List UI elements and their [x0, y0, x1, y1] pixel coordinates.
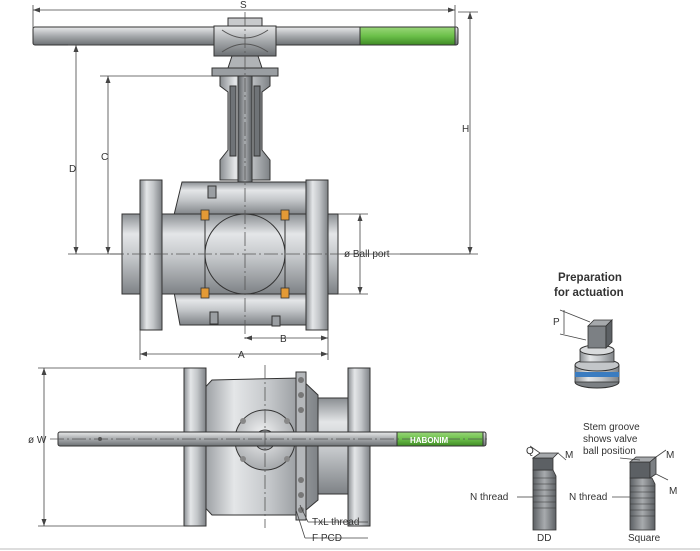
- seat-tr: [280, 209, 290, 221]
- square-label: Square: [628, 533, 661, 544]
- f-pcd-label: F PCD: [312, 533, 342, 544]
- dim-w-label: ø W: [28, 435, 47, 446]
- n-thread-label-dd: N thread: [470, 492, 508, 503]
- dim-p-label: P: [553, 317, 560, 328]
- dd-label: DD: [537, 533, 551, 544]
- valve-body-side: [110, 12, 340, 340]
- dim-a-label: A: [238, 350, 245, 361]
- actuation-stem-illustration: [559, 309, 620, 389]
- dd-stem-illustration: [517, 445, 567, 531]
- dim-s-label: S: [240, 0, 247, 11]
- handle-top: [32, 17, 459, 77]
- seat-tl: [200, 209, 210, 221]
- n-thread-label-square: N thread: [569, 492, 607, 503]
- actuation-title-line1: Preparation: [558, 272, 622, 284]
- handle-grip-top: [359, 26, 456, 46]
- actuation-title-line2: for actuation: [554, 287, 624, 299]
- dim-m-label-square-side: M: [669, 486, 677, 497]
- dim-b-label: B: [280, 334, 287, 345]
- dim-m-label-dd: M: [565, 450, 573, 461]
- ball-port-label: ø Ball port: [344, 249, 390, 260]
- seat-br: [280, 287, 290, 299]
- top-right-flange: [347, 367, 371, 527]
- txl-thread-label: TxL thread: [312, 517, 359, 528]
- stem-groove-line2: shows valve: [583, 434, 638, 445]
- stem-groove-line1: Stem groove: [583, 422, 640, 433]
- dim-w: [38, 367, 184, 527]
- stem-groove-line3: ball position: [583, 446, 636, 457]
- seat-bl: [200, 287, 210, 299]
- dim-q-label: Q: [526, 446, 534, 457]
- stem-band: [575, 372, 619, 377]
- brand-label: HABONIM: [410, 436, 449, 445]
- dim-c-label: C: [101, 152, 108, 163]
- right-flange: [305, 179, 329, 331]
- left-flange: [139, 179, 163, 331]
- square-stem-illustration: [612, 449, 669, 531]
- dim-d-label: D: [69, 164, 76, 175]
- top-left-flange: [183, 367, 207, 527]
- dim-h-label: H: [462, 124, 469, 135]
- bolt: [298, 377, 304, 383]
- valve-body-top: [50, 365, 490, 528]
- thread-leaders: [295, 504, 368, 539]
- dim-m-label-square-top: M: [666, 450, 674, 461]
- dimension-lines: [32, 5, 478, 360]
